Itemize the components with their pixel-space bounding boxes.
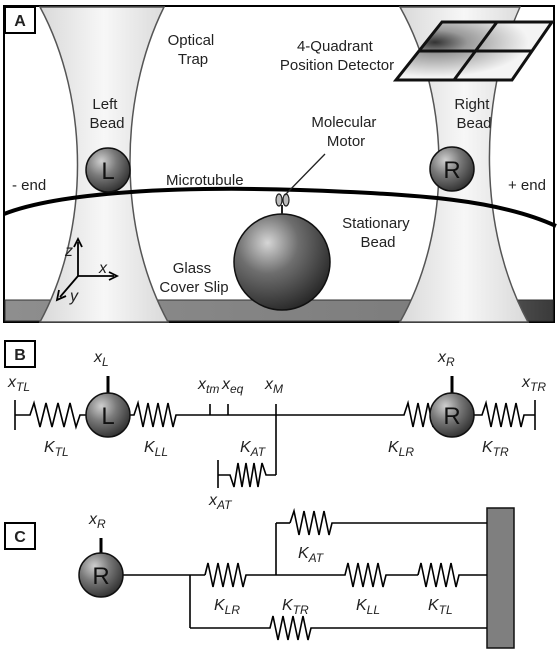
bead-r-c-letter: R (92, 563, 109, 590)
molecular-motor (275, 153, 326, 214)
label-x-tl: xTL (7, 374, 30, 394)
label-k-tl: KTL (44, 439, 69, 459)
spring-k-lr-c (204, 562, 276, 588)
label-x-tr: xTR (521, 374, 546, 394)
molecular-motor-label: Molecular Motor (311, 114, 380, 150)
label-x-m: xM (264, 376, 283, 396)
label-c-k-at: KAT (298, 545, 325, 565)
label-x-at: xAT (208, 492, 233, 512)
spring-k-tr-c (190, 615, 487, 641)
panel-b-letter: B (14, 347, 26, 364)
microtubule-label: Microtubule (166, 172, 244, 189)
stationary-bead-label: Stationary Bead (342, 215, 414, 251)
panel-a: L R z x y Optical Trap 4-Qu (3, 5, 557, 323)
bead-r (429, 392, 475, 438)
optical-trap-label: Optical Trap (168, 32, 219, 68)
panel-c: C R xR KAT KLR KTR KLL K (4, 507, 515, 649)
label-k-at: KAT (240, 439, 267, 459)
label-x-tm: xtm (197, 376, 219, 396)
glass-cover-slip-label: Glass Cover Slip (159, 260, 228, 296)
microtubule (3, 186, 557, 228)
spring-k-ll (128, 399, 182, 428)
label-x-eq: xeq (221, 376, 244, 396)
panel-c-letter: C (14, 529, 26, 546)
label-x-l: xL (93, 349, 109, 369)
bead-l (85, 392, 131, 438)
left-bead-letter: L (101, 158, 114, 185)
label-c-x-r: xR (88, 511, 106, 531)
axis-y-label: y (69, 288, 79, 305)
panel-c-letter-box (4, 522, 36, 550)
right-bead-label: Right Bead (454, 96, 493, 132)
label-c-k-ll: KLL (356, 597, 380, 617)
bead-l-letter: L (101, 403, 114, 430)
spring-k-tl-c (417, 562, 487, 588)
bead-r-c (78, 552, 124, 598)
label-x-r: xR (437, 349, 455, 369)
axis-x-label: x (98, 260, 108, 277)
stationary-bead (233, 213, 331, 311)
label-k-ll: KLL (144, 439, 168, 459)
spring-k-at (218, 462, 276, 488)
panel-a-letter: A (14, 13, 26, 30)
wall-block (486, 507, 515, 649)
label-c-k-tr: KTR (282, 597, 309, 617)
label-k-lr: KLR (388, 439, 414, 459)
label-c-k-tl: KTL (428, 597, 453, 617)
right-bead-letter: R (443, 157, 460, 184)
coordinate-axes (55, 236, 120, 302)
detector-label: 4-Quadrant Position Detector (280, 38, 394, 74)
panel-b: B L R (4, 340, 546, 512)
spring-k-at-c (289, 507, 487, 536)
right-bead (429, 146, 475, 192)
label-c-k-lr: KLR (214, 597, 240, 617)
minus-end-label: - end (12, 177, 46, 194)
left-bead-label: Left Bead (89, 96, 124, 132)
spring-k-ll-c (276, 562, 418, 588)
bead-r-letter: R (443, 403, 460, 430)
spring-k-tl (15, 400, 88, 430)
plus-end-label: + end (508, 177, 546, 194)
panel-b-letter-box (4, 340, 36, 368)
axis-z-label: z (64, 243, 73, 260)
quadrant-detector (392, 20, 555, 82)
panel-a-letter-box (4, 6, 36, 34)
label-k-tr: KTR (482, 439, 509, 459)
spring-k-tr (474, 399, 535, 428)
left-bead (85, 147, 131, 193)
